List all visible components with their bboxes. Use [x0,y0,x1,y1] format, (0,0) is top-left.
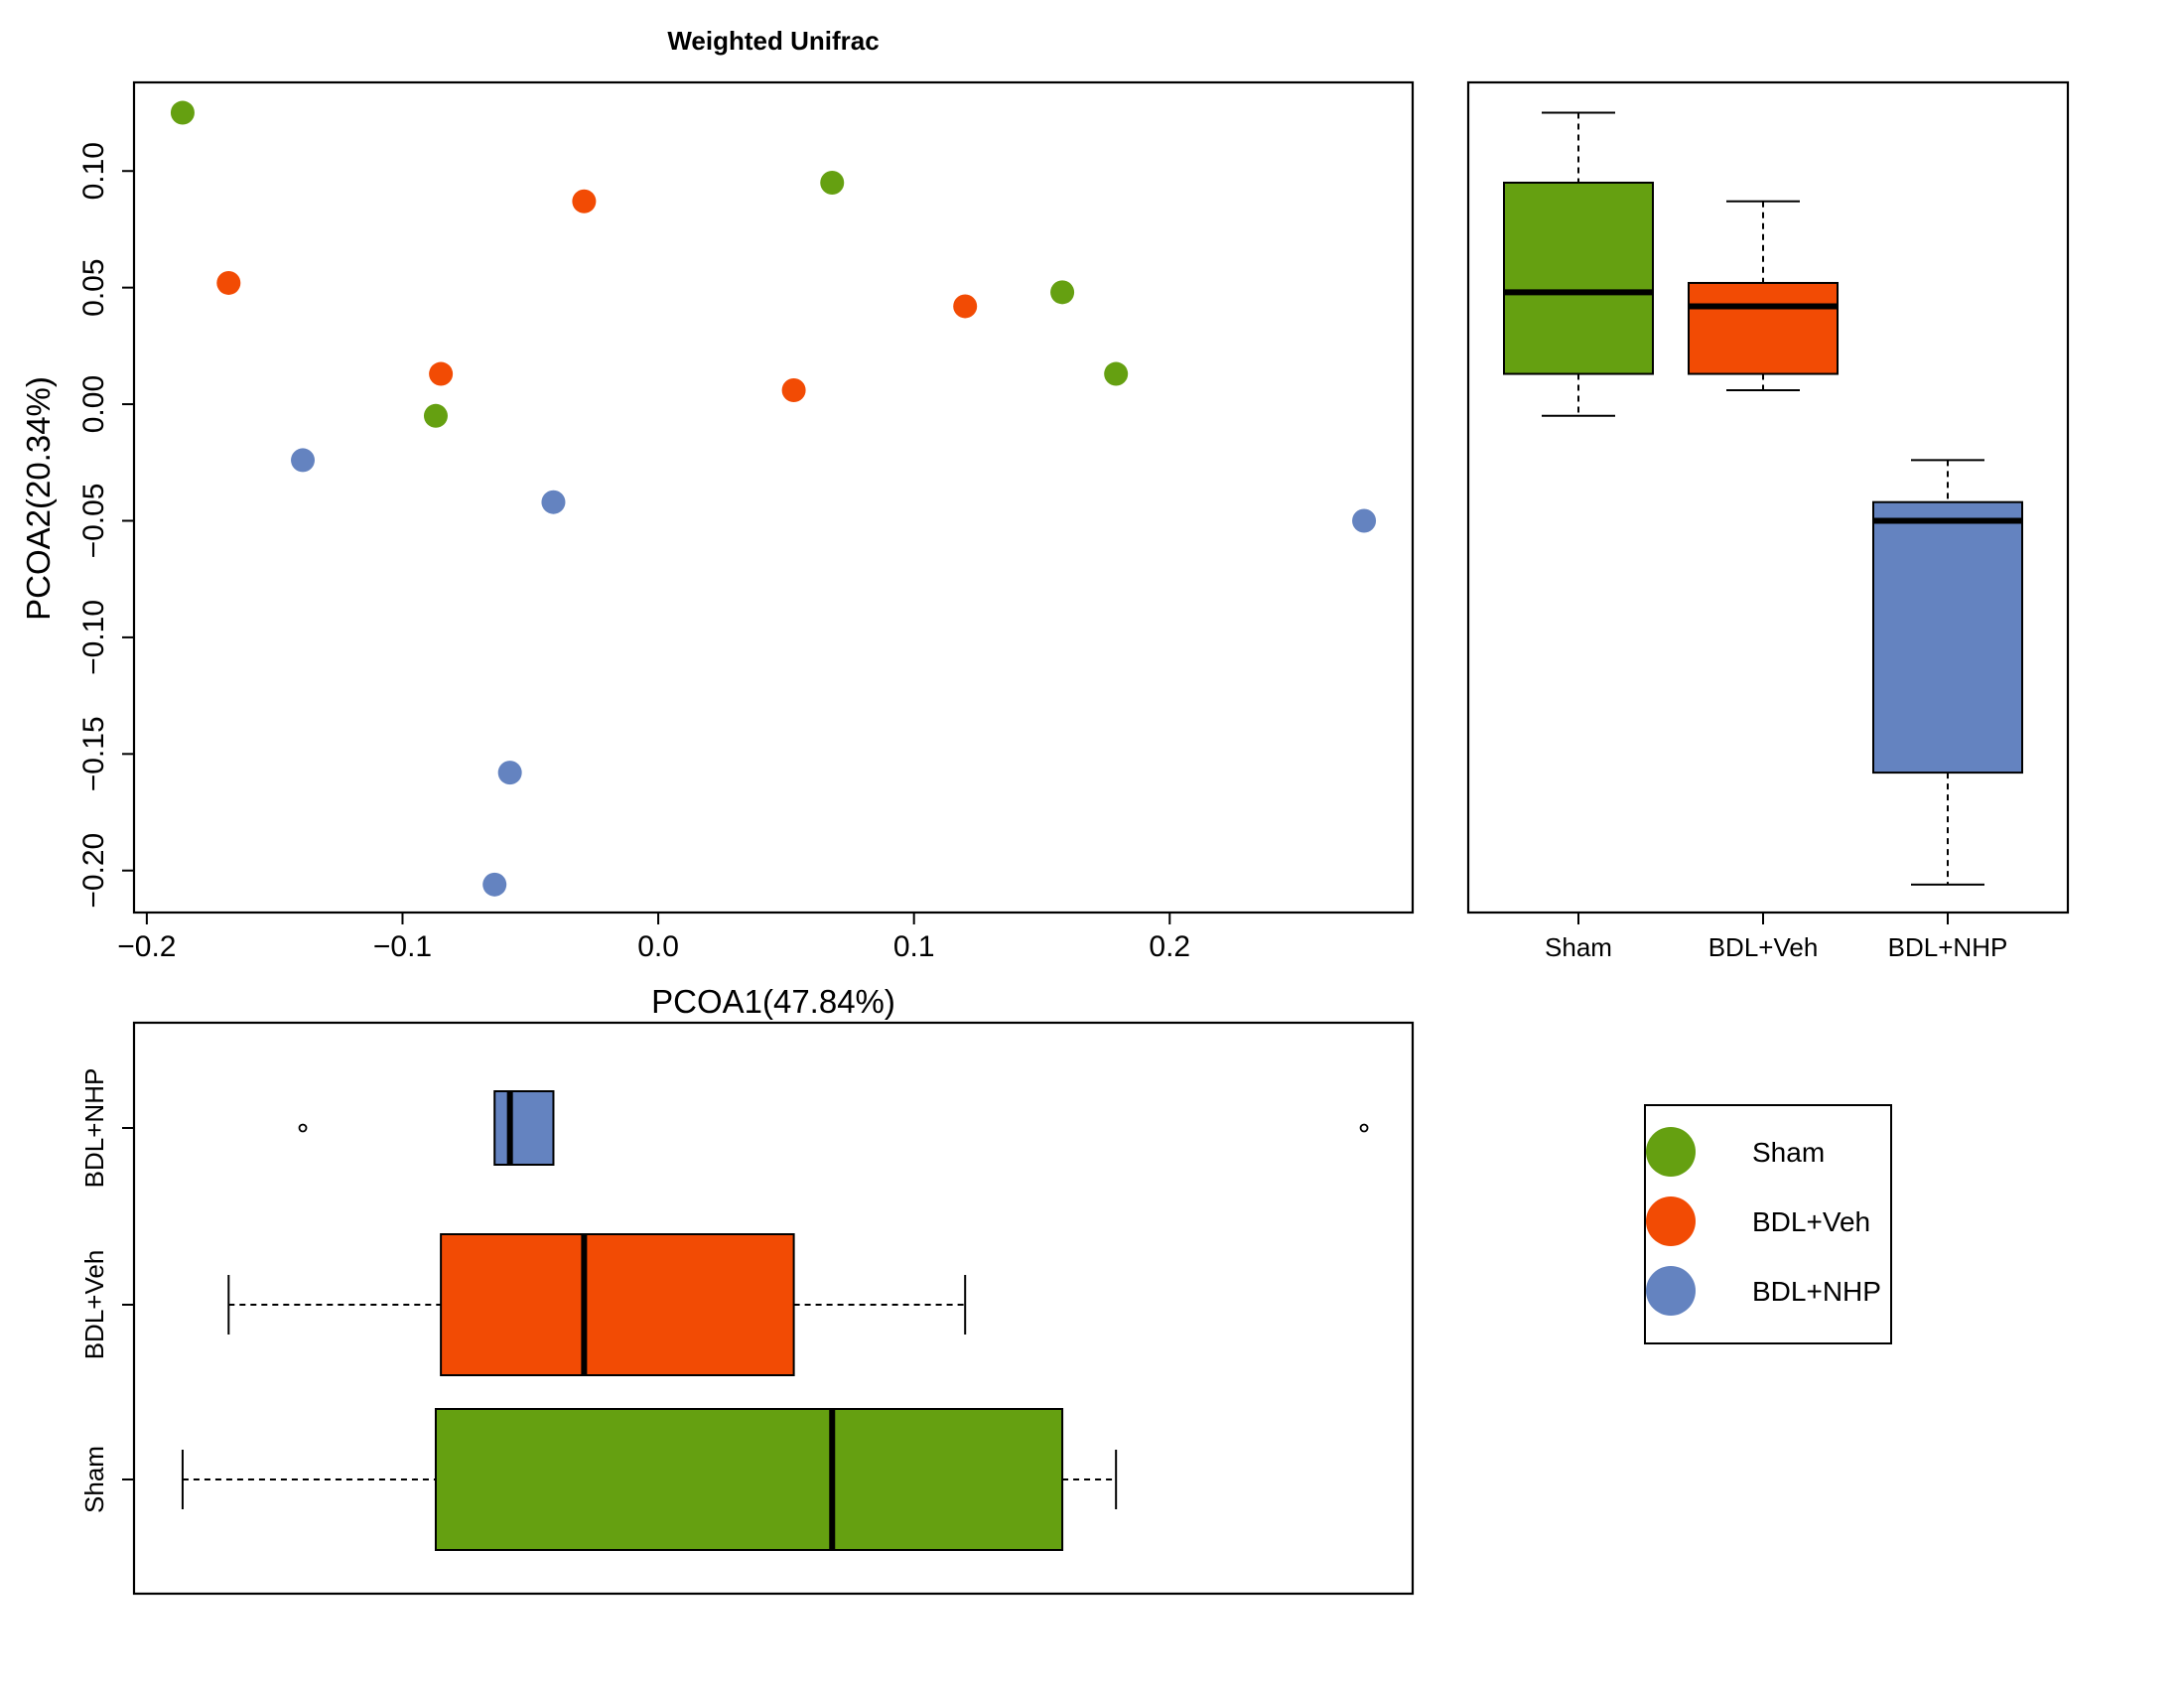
scatter-point-sham [1104,361,1129,386]
category-label-bdl-veh: BDL+Veh [79,1250,109,1360]
y-tick-label: 0.05 [77,258,110,316]
scatter-point-bdl-veh [572,189,597,213]
pcoa2-boxplot-panel: Sham BDL+Veh BDL+NHP [1466,80,2070,962]
pcoa1-category-labels: Sham BDL+Veh BDL+NHP [79,1068,134,1513]
y-tick-label: −0.15 [77,716,110,791]
category-label-bdl-veh: BDL+Veh [1708,932,1819,962]
category-label-bdl-nhp: BDL+NHP [79,1068,109,1189]
x-axis-label: PCOA1(47.84%) [651,983,895,1020]
scatter-point-sham [820,170,845,195]
y-axis-label: PCOA2(20.34%) [20,376,57,621]
x-tick-label: 0.2 [1149,930,1190,963]
scatter-point-bdl-nhp [497,761,522,785]
pcoa1-boxplot-panel: Sham BDL+Veh BDL+NHP [79,1021,1415,1596]
y-tick-label: −0.20 [77,833,110,909]
box-bdl-nhp [493,1090,555,1166]
legend-label-bdl-nhp: BDL+NHP [1752,1276,1881,1307]
scatter-point-bdl-nhp [541,490,566,514]
box-sham [434,1408,1064,1551]
pcoa2-boxplot-frame [1466,80,2070,914]
scatter-point-sham [170,100,195,125]
outlier-bdl-nhp [298,1123,308,1133]
scatter-point-bdl-nhp [1352,508,1377,533]
pcoa-scatter-panel: Weighted Unifrac PCOA1(47.84%) PCOA2(20.… [20,26,1415,1020]
scatter-point-bdl-nhp [482,872,507,897]
scatter-point-bdl-nhp [291,448,316,473]
scatter-point-bdl-veh [953,294,978,319]
x-tick-label: 0.1 [893,930,935,963]
scatter-point-bdl-veh [429,361,454,386]
y-tick-label: 0.00 [77,375,110,433]
box-bdl-veh [440,1233,795,1376]
category-label-sham: Sham [1545,932,1612,962]
scatter-plot-frame [132,80,1415,914]
box-bdl-veh [1688,281,1839,375]
box-sham [1503,181,1654,375]
scatter-point-sham [423,403,448,428]
category-label-sham: Sham [79,1446,109,1513]
scatter-point-bdl-veh [216,270,241,295]
chart-title: Weighted Unifrac [667,26,879,56]
scatter-points [170,100,1377,897]
y-tick-label: −0.05 [77,484,110,559]
pcoa2-boxes [1503,111,2023,886]
x-tick-label: −0.2 [117,930,176,963]
scatter-point-bdl-veh [781,377,806,402]
legend-swatch-sham [1646,1127,1696,1177]
y-tick-label: 0.10 [77,142,110,200]
legend-swatch-bdl-veh [1646,1196,1696,1246]
legend-swatch-bdl-nhp [1646,1266,1696,1316]
outlier-bdl-nhp [1359,1123,1369,1133]
pcoa2-category-labels: Sham BDL+Veh BDL+NHP [1545,913,2007,962]
scatter-point-sham [1050,280,1075,305]
legend-label-sham: Sham [1752,1137,1825,1168]
box-bdl-nhp [1872,500,2023,774]
x-tick-label: −0.1 [373,930,432,963]
pcoa1-boxes [181,1090,1369,1551]
category-label-bdl-nhp: BDL+NHP [1888,932,2008,962]
x-tick-label: 0.0 [637,930,679,963]
legend-label-bdl-veh: BDL+Veh [1752,1206,1870,1237]
y-tick-label: −0.10 [77,600,110,675]
pcoa1-boxplot-frame [132,1021,1415,1596]
